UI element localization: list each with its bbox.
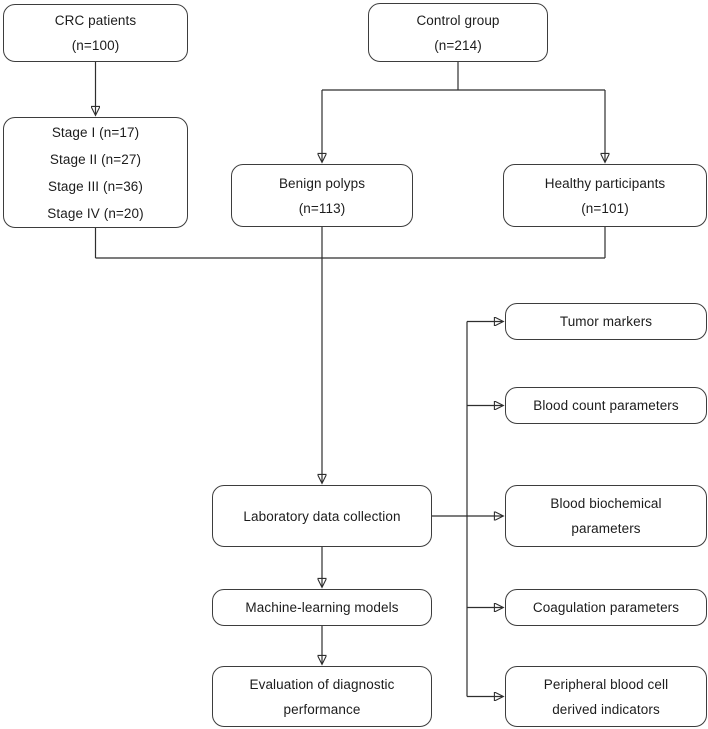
box-label: performance: [283, 701, 361, 717]
box-peripheral-blood-cell-indicators: Peripheral blood cell derived indicators: [505, 666, 707, 727]
box-label: Healthy participants: [544, 175, 666, 191]
box-label: CRC patients: [54, 13, 137, 28]
box-label: Peripheral blood cell: [543, 676, 669, 692]
box-label: Laboratory data collection: [243, 508, 401, 524]
box-label: (n=113): [298, 200, 346, 216]
box-tumor-markers: Tumor markers: [505, 303, 707, 340]
box-blood-count-parameters: Blood count parameters: [505, 387, 707, 424]
box-benign-polyps: Benign polyps (n=113): [231, 164, 413, 227]
box-label: Tumor markers: [559, 314, 653, 329]
box-label: Stage II (n=27): [49, 151, 142, 167]
box-label: Benign polyps: [278, 175, 366, 191]
box-label: (n=101): [581, 200, 629, 216]
box-label: parameters: [571, 521, 641, 536]
box-label: Stage IV (n=20): [47, 205, 144, 221]
box-label: Evaluation of diagnostic: [249, 676, 395, 692]
box-control-group: Control group (n=214): [368, 3, 548, 62]
box-label: Machine-learning models: [245, 600, 399, 615]
box-coagulation-parameters: Coagulation parameters: [505, 589, 707, 626]
box-label: (n=214): [434, 37, 482, 53]
box-healthy-participants: Healthy participants (n=101): [503, 164, 707, 227]
box-label: Stage I (n=17): [51, 124, 140, 140]
box-label: Stage III (n=36): [47, 178, 144, 194]
box-laboratory-data-collection: Laboratory data collection: [212, 485, 432, 547]
box-label: Blood count parameters: [533, 398, 679, 413]
box-evaluation-diagnostic-performance: Evaluation of diagnostic performance: [212, 666, 432, 727]
box-machine-learning-models: Machine-learning models: [212, 589, 432, 626]
box-label: Coagulation parameters: [532, 600, 680, 615]
box-label: derived indicators: [552, 701, 660, 717]
box-label: Blood biochemical: [550, 496, 662, 511]
box-label: (n=100): [71, 38, 120, 53]
box-blood-biochemical-parameters: Blood biochemical parameters: [505, 485, 707, 547]
box-label: Control group: [416, 12, 500, 28]
box-crc-patients: CRC patients (n=100): [3, 4, 188, 62]
box-crc-stages: Stage I (n=17) Stage II (n=27) Stage III…: [3, 117, 188, 228]
